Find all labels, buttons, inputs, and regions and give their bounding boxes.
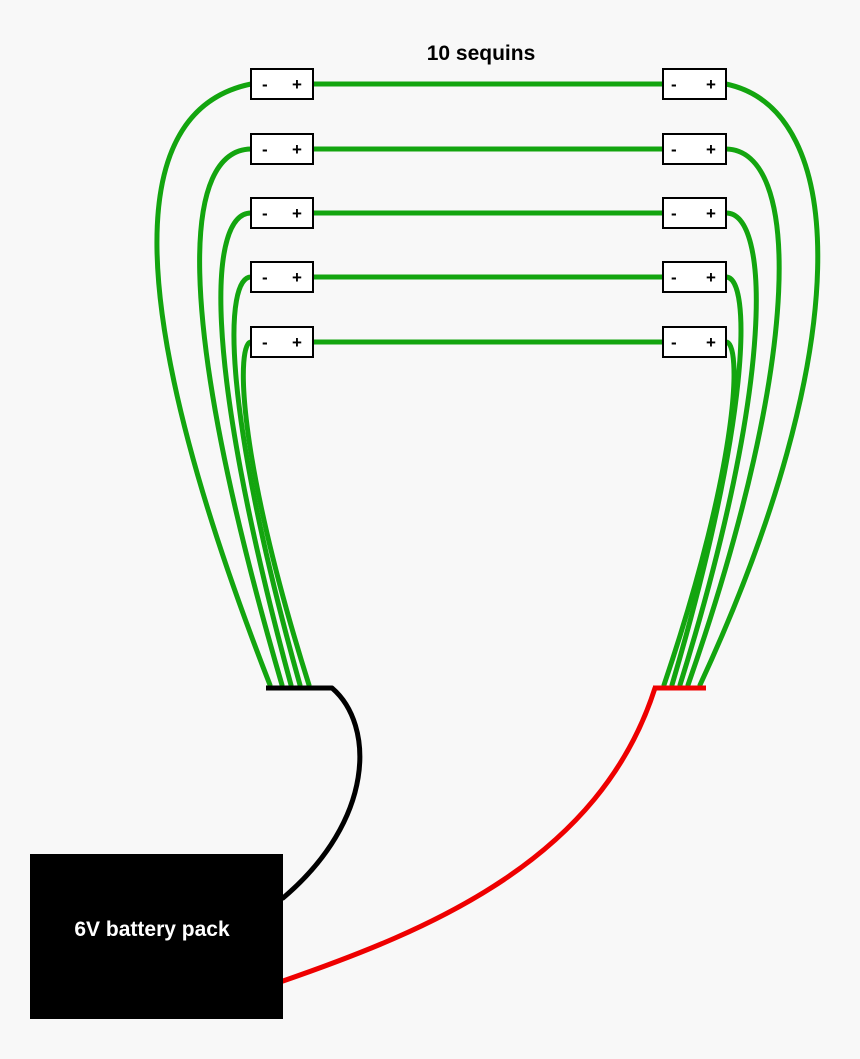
- sequin-body: [662, 261, 727, 293]
- sequin-right-3: - +: [662, 197, 727, 229]
- minus-label: -: [262, 268, 268, 287]
- diagram-title: 10 sequins: [427, 42, 536, 65]
- battery-body: [30, 854, 283, 1019]
- minus-label: -: [671, 204, 677, 223]
- minus-label: -: [262, 75, 268, 94]
- battery-pack: 6V battery pack: [30, 854, 283, 1019]
- plus-label: +: [292, 333, 302, 352]
- sequin-left-3: - +: [250, 197, 314, 229]
- plus-label: +: [706, 204, 716, 223]
- plus-label: +: [706, 140, 716, 159]
- plus-label: +: [706, 75, 716, 94]
- left-wires: [154, 81, 312, 688]
- wire-left-3: [218, 210, 294, 688]
- sequin-body: [250, 326, 314, 358]
- plus-label: +: [292, 204, 302, 223]
- sequin-left-1: - +: [250, 68, 314, 100]
- wire-right-5: [661, 339, 737, 688]
- wire-left-1: [154, 81, 273, 688]
- plus-label: +: [292, 268, 302, 287]
- sequin-body: [662, 197, 727, 229]
- plus-label: +: [292, 140, 302, 159]
- sequin-left-5: - +: [250, 326, 314, 358]
- plus-label: +: [706, 333, 716, 352]
- minus-label: -: [671, 333, 677, 352]
- row-wires: [310, 81, 666, 345]
- battery-label: 6V battery pack: [74, 918, 230, 941]
- sequin-body: [250, 68, 314, 100]
- minus-label: -: [671, 268, 677, 287]
- right-wires: [661, 81, 821, 688]
- left-sequins: - + - + - + - + - +: [250, 68, 314, 358]
- minus-label: -: [262, 140, 268, 159]
- negative-lead-wire: [280, 685, 363, 901]
- wire-left-5: [240, 339, 312, 688]
- minus-label: -: [671, 140, 677, 159]
- wire-right-2: [685, 146, 782, 688]
- wire-right-4: [669, 274, 744, 688]
- minus-label: -: [262, 204, 268, 223]
- plus-label: +: [706, 268, 716, 287]
- sequin-body: [250, 197, 314, 229]
- sequin-body: [662, 68, 727, 100]
- right-sequins: - + - + - + - + - +: [662, 68, 727, 358]
- sequin-right-2: - +: [662, 133, 727, 165]
- minus-label: -: [262, 333, 268, 352]
- wire-right-3: [677, 210, 759, 688]
- sequin-right-5: - +: [662, 326, 727, 358]
- wire-right-1: [697, 81, 821, 688]
- wire-left-4: [231, 274, 303, 688]
- wire-left-2: [197, 146, 285, 688]
- sequin-body: [250, 261, 314, 293]
- sequin-body: [662, 326, 727, 358]
- sequin-right-4: - +: [662, 261, 727, 293]
- minus-label: -: [671, 75, 677, 94]
- sequin-left-2: - +: [250, 133, 314, 165]
- positive-lead-wire: [280, 685, 658, 984]
- sequin-body: [250, 133, 314, 165]
- plus-label: +: [292, 75, 302, 94]
- sequin-left-4: - +: [250, 261, 314, 293]
- sequin-body: [662, 133, 727, 165]
- sequin-right-1: - +: [662, 68, 727, 100]
